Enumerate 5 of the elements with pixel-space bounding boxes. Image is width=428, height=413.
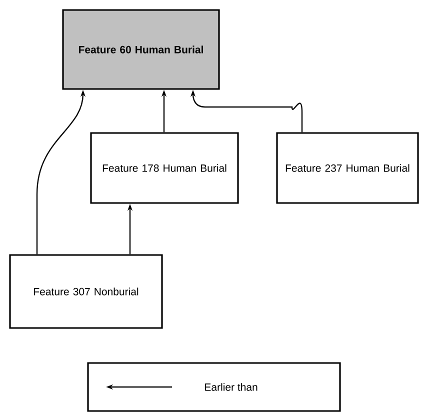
legend-text: Earlier than [205,383,258,391]
feature-box: Feature 237 Human Burial [276,132,419,204]
feature-box: Feature 178 Human Burial [90,132,239,204]
feature-box: Feature 60 Human Burial [62,9,220,90]
feature-box: Feature 307 Nonburial [9,254,163,329]
